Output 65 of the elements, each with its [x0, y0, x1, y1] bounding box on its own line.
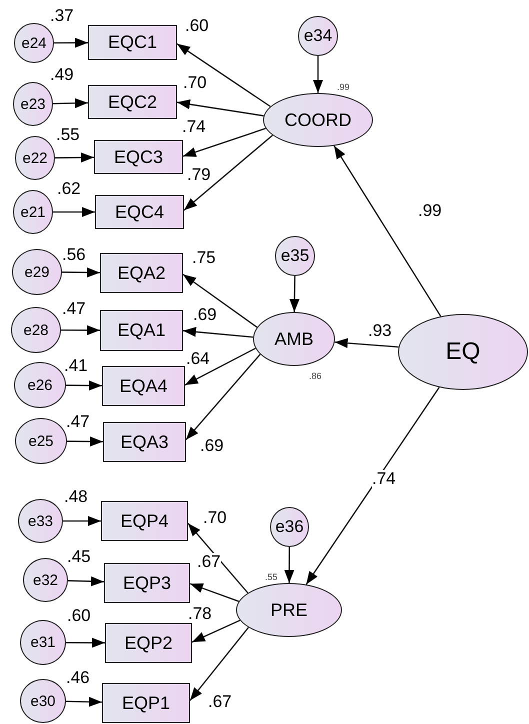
arrow: [67, 436, 103, 446]
arrow: [313, 56, 323, 93]
arrow: [334, 338, 399, 348]
arrow: [55, 152, 94, 163]
arrow: [306, 387, 440, 585]
observed-variable-box: EQA3: [103, 422, 186, 462]
estimate-label: .55: [265, 572, 278, 582]
arrow: [182, 274, 258, 328]
error-term-circle: e36: [270, 507, 309, 547]
observed-variable-box: EQC3: [94, 140, 183, 174]
arrow: [190, 627, 249, 701]
estimate-label: .99: [337, 82, 350, 92]
arrow: [284, 547, 294, 583]
latent-variable-ellipse: COORD: [263, 93, 373, 147]
arrow: [184, 348, 256, 386]
observed-variable-box: EQA1: [100, 310, 183, 351]
error-term-circle: e25: [15, 418, 67, 464]
latent-variable-ellipse: EQ: [398, 314, 528, 390]
arrow: [66, 380, 102, 390]
arrow: [63, 516, 101, 526]
observed-variable-box: EQC1: [88, 25, 177, 60]
arrow: [53, 207, 95, 217]
observed-variable-box: EQP4: [101, 501, 188, 541]
error-term-circle: e31: [20, 620, 66, 665]
arrow: [62, 267, 100, 278]
observed-variable-box: EQP1: [102, 683, 190, 723]
arrow: [66, 696, 102, 707]
arrow: [52, 98, 88, 108]
observed-variable-box: EQC4: [95, 195, 184, 229]
error-term-circle: e35: [275, 236, 315, 276]
observed-variable-box: EQC2: [88, 85, 177, 119]
error-term-circle: e24: [14, 23, 54, 63]
arrow: [188, 522, 248, 594]
observed-variable-box: EQP2: [105, 623, 192, 663]
arrow: [190, 583, 240, 602]
arrow: [289, 276, 300, 312]
arrow: [186, 354, 261, 440]
error-term-circle: e29: [12, 249, 62, 295]
arrow: [61, 325, 100, 336]
error-term-circle: e26: [14, 362, 66, 408]
error-term-circle: e32: [23, 558, 68, 602]
error-term-circle: e23: [13, 82, 53, 126]
latent-variable-ellipse: AMB: [253, 312, 335, 366]
error-term-circle: e30: [20, 679, 66, 723]
arrow: [176, 43, 271, 108]
error-term-circle: e33: [18, 499, 63, 543]
error-term-circle: e28: [11, 307, 61, 353]
arrow: [334, 145, 442, 317]
estimate-label: .86: [309, 371, 322, 381]
observed-variable-box: EQA2: [100, 253, 183, 293]
arrow: [182, 128, 266, 157]
observed-variable-box: EQA4: [102, 366, 185, 406]
arrow: [54, 38, 88, 48]
arrow: [68, 576, 104, 586]
error-term-circle: e34: [298, 16, 338, 56]
arrow: [184, 134, 274, 211]
arrow: [192, 620, 240, 643]
arrow: [66, 638, 105, 648]
edge-label: .74: [372, 470, 396, 488]
observed-variable-box: EQP3: [104, 563, 190, 603]
error-term-circle: e22: [15, 136, 55, 180]
error-term-circle: e21: [13, 190, 53, 234]
arrow: [182, 326, 254, 338]
latent-variable-ellipse: PRE: [236, 583, 342, 637]
arrow: [176, 99, 264, 116]
